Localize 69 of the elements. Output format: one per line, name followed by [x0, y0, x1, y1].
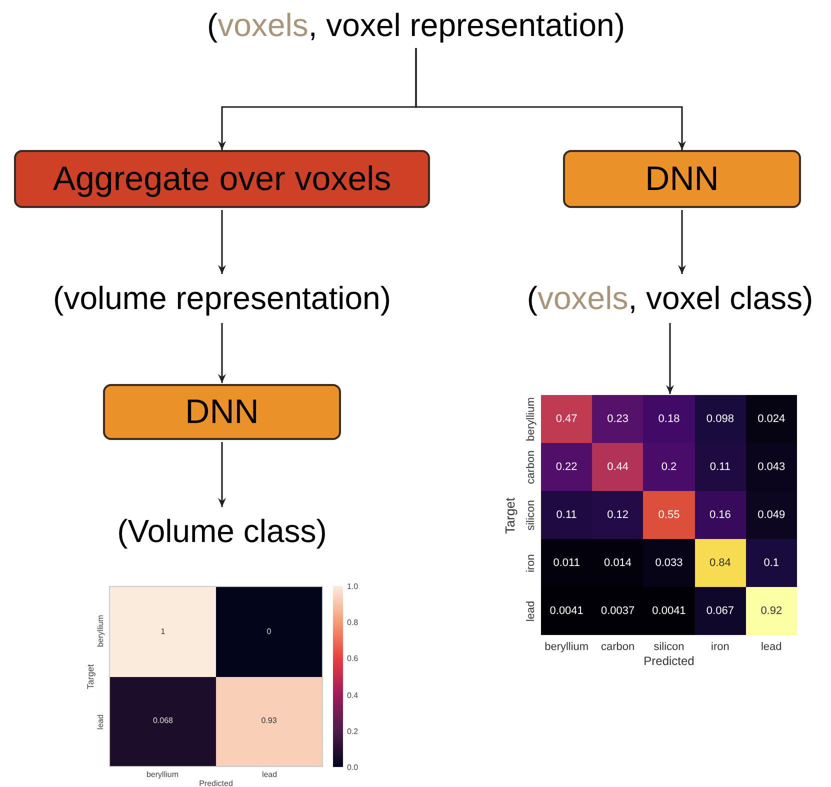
cell-value: 0.0041 [550, 604, 584, 619]
cell-value: 0.22 [556, 460, 578, 475]
axis-tick-label: silicon [524, 498, 538, 533]
axis-tick-label: beryllium [524, 396, 538, 444]
axis-tick-label: carbon [600, 640, 636, 655]
axis-tick-label: lead [260, 769, 278, 781]
cell-value: 0.024 [758, 412, 786, 427]
axis-title: Target [501, 496, 518, 536]
cell-value: 0.93 [261, 715, 277, 728]
cell-value: 0.55 [658, 508, 680, 523]
colorbar-tick-label: 0.2 [347, 726, 358, 738]
axis-tick-label: beryllium [95, 614, 106, 650]
cell-value: 0 [266, 626, 272, 638]
node-text: (volume representation) [53, 279, 391, 318]
cell-value: 0.11 [710, 460, 730, 475]
arrow [218, 210, 226, 274]
node-text: (Volume class) [117, 512, 327, 551]
box-label: DNN [645, 158, 719, 200]
axis-title: Target [84, 662, 96, 691]
axis-tick-label: lead [760, 640, 783, 655]
node-text: (voxels, voxel representation) [207, 6, 625, 45]
cell-value: 0.12 [607, 508, 628, 523]
colorbar-tick-label: 0.6 [347, 653, 358, 666]
cell-value: 0.098 [706, 412, 734, 427]
cell-value: 0.1 [764, 556, 780, 571]
axis-title: Predicted [198, 778, 234, 787]
box-label: DNN [185, 392, 259, 432]
axis-tick-label: silicon [652, 640, 686, 655]
box-label: Aggregate over voxels [52, 158, 392, 200]
axis-tick-label: iron [524, 553, 538, 574]
cell-value: 1 [160, 626, 166, 638]
arrow [218, 323, 226, 383]
colorbar-tick-label: 0.4 [347, 690, 358, 702]
cell-value: 0.18 [658, 412, 680, 427]
axis-tick-label: lead [95, 713, 106, 732]
arrow [218, 442, 226, 507]
colorbar-tick-label: 0.8 [347, 617, 358, 630]
cell-value: 0.011 [553, 556, 580, 571]
cell-value: 0.84 [709, 556, 731, 571]
axis-tick-label: lead [524, 600, 538, 624]
axis-title: Predicted [642, 653, 696, 670]
process-box [563, 150, 801, 208]
confusion-matrix-heatmap [541, 395, 797, 635]
cell-value: 0.033 [655, 556, 683, 571]
cell-value: 0.47 [556, 412, 578, 427]
cell-value: 0.043 [758, 460, 786, 475]
cell-value: 0.049 [758, 508, 786, 523]
arrow [678, 210, 686, 274]
cell-value: 0.23 [607, 412, 628, 427]
arrow [666, 323, 674, 394]
axis-tick-label: beryllium [145, 769, 180, 781]
cell-value: 0.0041 [652, 604, 686, 619]
cell-value: 0.92 [760, 604, 782, 619]
axis-tick-label: iron [710, 640, 730, 655]
cell-value: 0.068 [152, 715, 174, 728]
axis-tick-label: beryllium [544, 640, 590, 655]
colorbar-tick-label: 0.0 [347, 762, 358, 774]
process-box [14, 150, 430, 208]
cell-value: 0.067 [706, 604, 734, 619]
cell-value: 0.44 [607, 460, 628, 475]
cell-value: 0.014 [604, 556, 632, 571]
cell-value: 0.0037 [600, 604, 635, 619]
colorbar-tick-label: 1.0 [347, 581, 358, 593]
cell-value: 0.16 [709, 508, 731, 523]
arrow [415, 48, 686, 150]
cell-value: 0.2 [661, 460, 677, 475]
cell-value: 0.11 [556, 508, 577, 523]
node-text: (voxels, voxel class) [526, 279, 814, 318]
process-box [103, 384, 341, 440]
